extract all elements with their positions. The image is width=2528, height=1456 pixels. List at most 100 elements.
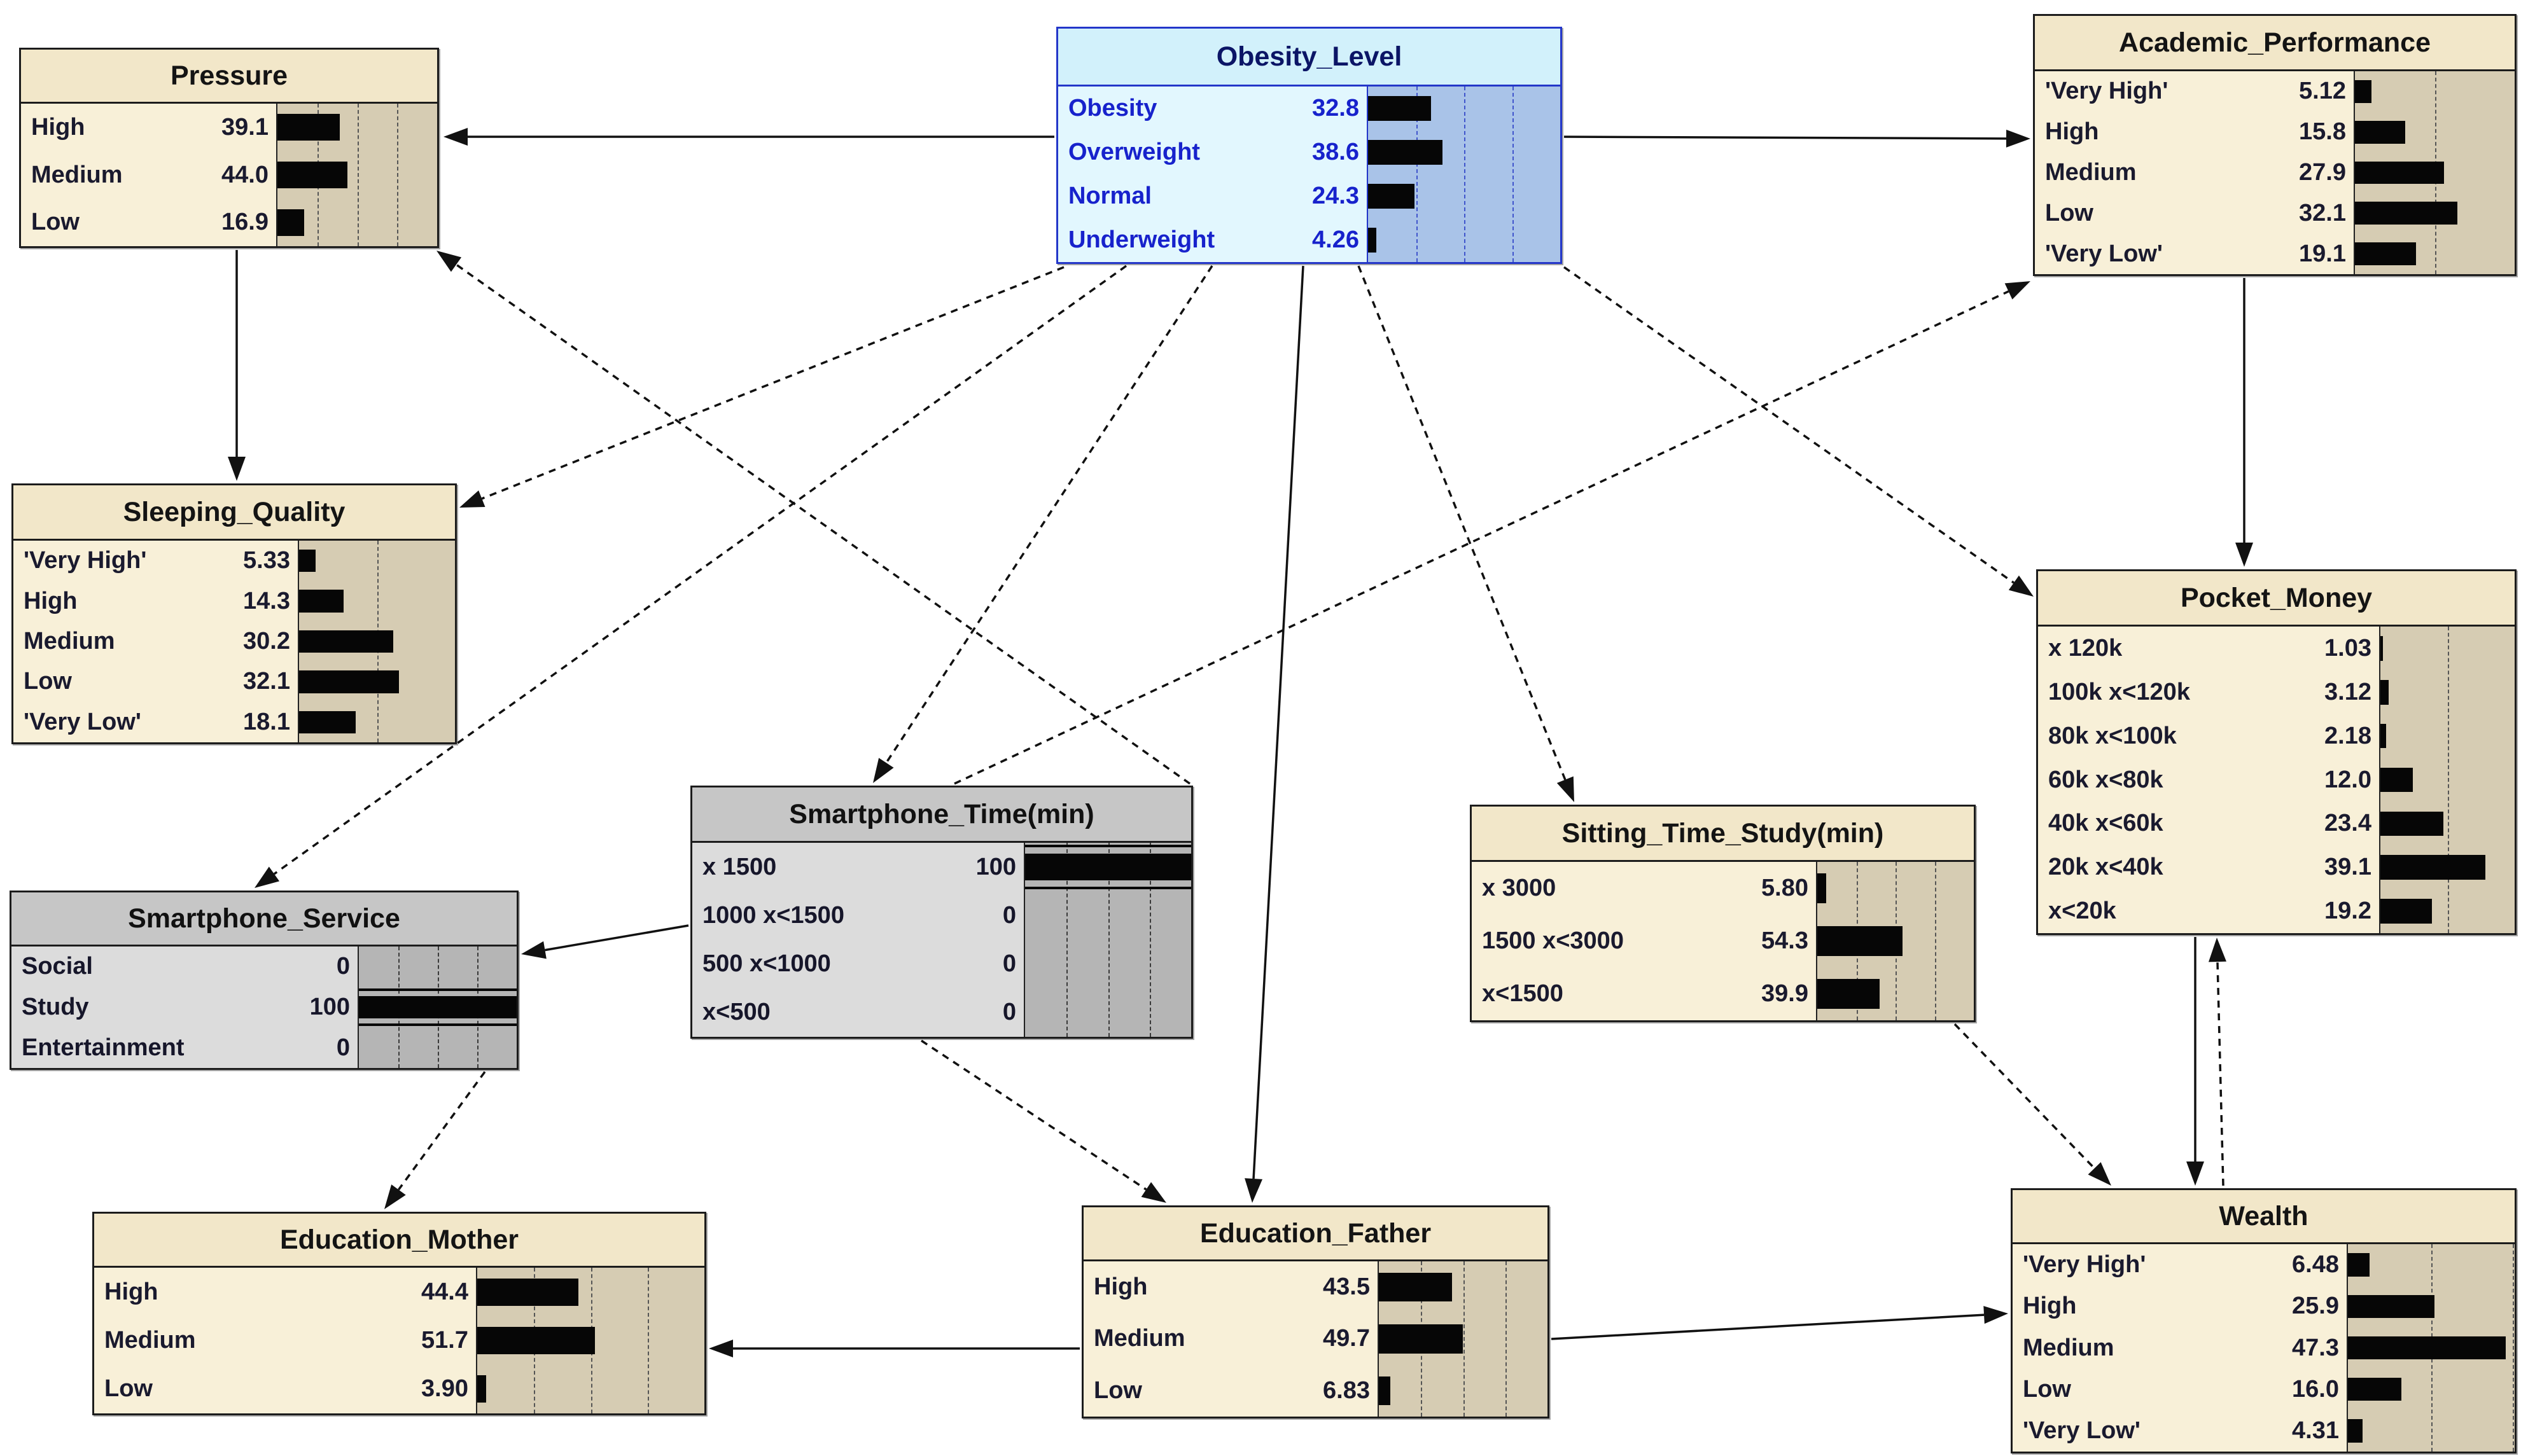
state-label: High — [2023, 1293, 2077, 1320]
bar-cell — [2380, 758, 2515, 802]
state-value: 44.4 — [421, 1278, 468, 1305]
state-row-sleeping-4[interactable]: 'Very Low'18.1 — [13, 702, 455, 742]
state-row-academic-4[interactable]: 'Very Low'19.1 — [2035, 233, 2515, 274]
evidence-line-bottom — [1025, 887, 1191, 890]
state-label: 'Very High' — [24, 547, 147, 574]
state-value: 4.26 — [1312, 226, 1359, 253]
state-label: Low — [2023, 1375, 2071, 1403]
node-title-edumother[interactable]: Education_Mother — [94, 1214, 704, 1268]
state-label: x 3000 — [1482, 875, 1556, 901]
edge-academic-to-pocket — [2235, 278, 2253, 567]
gridline — [1505, 1261, 1507, 1417]
state-row-academic-0[interactable]: 'Very High'5.12 — [2035, 71, 2515, 112]
node-title-academic[interactable]: Academic_Performance — [2035, 16, 2515, 71]
state-row-obesity-3[interactable]: Underweight 4.26 — [1058, 218, 1560, 262]
gridline — [2513, 1244, 2515, 1452]
probability-bar — [277, 114, 340, 141]
edge-pocket-to-wealth — [2186, 937, 2204, 1186]
probability-bar — [2380, 723, 2387, 749]
state-label: x<20k — [2048, 898, 2116, 925]
state-value: 30.2 — [243, 628, 290, 655]
bar-cell — [1368, 174, 1560, 218]
node-title-sleeping[interactable]: Sleeping_Quality — [13, 485, 455, 541]
node-title-pressure[interactable]: Pressure — [21, 50, 437, 104]
state-label: Normal — [1068, 183, 1152, 209]
node-title-stime[interactable]: Smartphone_Time(min) — [692, 787, 1191, 843]
probability-bar — [1379, 1272, 1453, 1302]
node-title-sservice[interactable]: Smartphone_Service — [11, 892, 517, 946]
state-label: Underweight — [1068, 226, 1215, 253]
node-title-obesity[interactable]: Obesity_Level — [1058, 29, 1560, 87]
state-label: 60k x<80k — [2048, 766, 2163, 793]
bar-cell — [477, 1365, 704, 1413]
state-label: 'Very High' — [2045, 78, 2168, 105]
state-row-wealth-0[interactable]: 'Very High'6.48 — [2013, 1244, 2515, 1286]
gridline — [647, 1268, 649, 1413]
state-label: Low — [2045, 199, 2093, 226]
probability-bar — [277, 162, 348, 188]
node-title-pocket[interactable]: Pocket_Money — [2038, 571, 2515, 627]
evidence-line-bottom — [359, 1023, 517, 1026]
bar-cell — [299, 581, 455, 621]
node-title-edufather[interactable]: Education_Father — [1084, 1207, 1547, 1261]
bar-cell — [477, 1316, 704, 1364]
bar-cell — [1025, 940, 1191, 988]
state-row-sleeping-0[interactable]: 'Very High'5.33 — [13, 541, 455, 581]
edge-sitting-to-wealth — [1953, 1023, 2111, 1186]
edge-obesity-to-sitting — [1357, 265, 1574, 802]
node-title-sitting[interactable]: Sitting_Time_Study(min) — [1472, 807, 1974, 862]
node-title-wealth[interactable]: Wealth — [2013, 1190, 2515, 1244]
state-label: x 1500 — [702, 853, 777, 880]
state-row-wealth-4[interactable]: 'Very Low'4.31 — [2013, 1410, 2515, 1452]
